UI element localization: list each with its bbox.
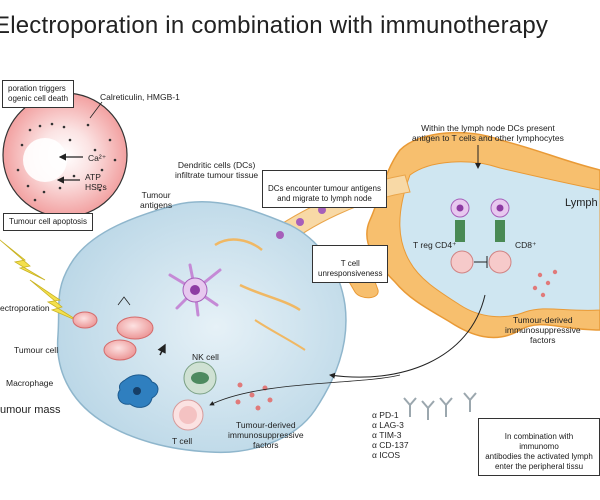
apoptosis-label: Tumour cell apoptosis xyxy=(9,217,87,226)
tumour-cell-label: Tumour cell xyxy=(14,345,59,355)
tumour-cell-3 xyxy=(72,311,98,329)
t-cell-unresponsiveness-box: T cell unresponsiveness xyxy=(312,245,389,283)
macrophage-label: Macrophage xyxy=(6,378,54,388)
lymph-node-note: Within the lymph node DCs present antige… xyxy=(412,123,564,143)
lymph-label: Lymph xyxy=(565,197,598,209)
cd8-cell xyxy=(488,250,512,274)
ca-label: Ca²⁺ xyxy=(88,153,107,163)
tumour-derived-right-label: Tumour-derived immunosuppressive factors xyxy=(505,315,581,345)
treg-cell xyxy=(450,250,474,274)
calreticulin-label: Calreticulin, HMGB-1 xyxy=(100,92,180,102)
t-cell-unresponsiveness-label: T cell unresponsiveness xyxy=(318,259,383,278)
treg-label: T reg CD4⁺ xyxy=(413,240,457,250)
checkpoint-antibodies xyxy=(403,392,477,420)
tumour-cell-2 xyxy=(103,339,137,361)
tumour-derived-bottom-label: Tumour-derived immunosuppressive factors xyxy=(228,420,304,450)
dcs-infiltrate-label: Dendritic cells (DCs) infiltrate tumour … xyxy=(175,160,259,180)
electroporation-label: ectroporation xyxy=(0,303,50,313)
cd8-label: CD8⁺ xyxy=(515,240,537,250)
immunosuppressive-factors-bottom xyxy=(235,382,273,411)
combination-label: In combination with immunomo antibodies … xyxy=(485,432,593,471)
lymph-node-dcs xyxy=(450,198,510,242)
dcs-encounter-label: DCs encounter tumour antigens and migrat… xyxy=(268,184,381,203)
dcs-encounter-box: DCs encounter tumour antigens and migrat… xyxy=(262,170,387,208)
apoptosis-box: Tumour cell apoptosis xyxy=(3,213,93,231)
combination-box: In combination with immunomo antibodies … xyxy=(478,418,600,476)
checkpoint-list: α PD-1 α LAG-3 α TIM-3 α CD-137 α ICOS xyxy=(372,410,409,460)
atp-hsps-label: ATP HSPs xyxy=(85,172,107,192)
tumour-cell-1 xyxy=(116,316,154,340)
diagram-title: Electroporation in combination with immu… xyxy=(0,12,549,39)
immunosuppressive-factors-right xyxy=(532,269,558,298)
icd-box: poration triggers ogenic cell death xyxy=(2,80,75,108)
nk-cell-label: NK cell xyxy=(192,352,219,362)
icd-label: poration triggers ogenic cell death xyxy=(8,84,69,103)
tumour-antigens-label: Tumour antigens xyxy=(140,190,173,210)
tumour-mass-label: umour mass xyxy=(0,404,61,416)
t-cell-label: T cell xyxy=(172,436,193,446)
dendritic-cell-tissue xyxy=(168,263,222,317)
lightning-bolt-upper xyxy=(0,239,46,281)
